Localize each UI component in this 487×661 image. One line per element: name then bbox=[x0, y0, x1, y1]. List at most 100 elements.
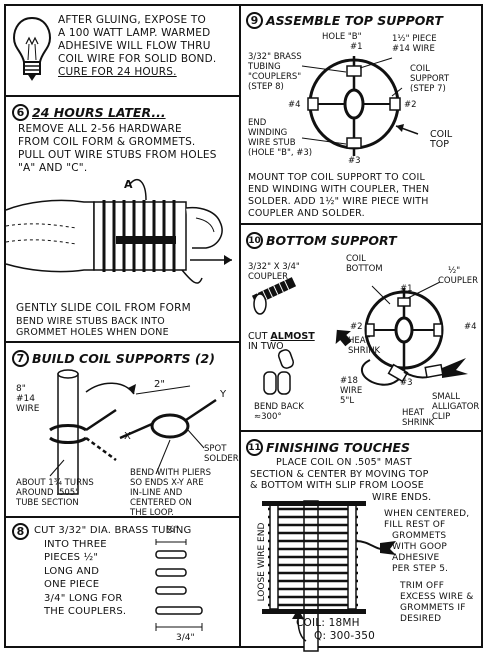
text-line: BEND BACK bbox=[254, 402, 304, 412]
length-label: 2" bbox=[154, 379, 165, 390]
text-line: WHEN CENTERED, bbox=[384, 509, 470, 519]
text-line: CUT bbox=[248, 331, 268, 342]
text-line: (HOLE "B", #3) bbox=[248, 148, 313, 158]
wire-piece-label: 1½" PIECE #14 WIRE bbox=[392, 34, 437, 54]
step6-caption-1: GENTLY SLIDE COIL FROM FORM bbox=[16, 302, 191, 314]
text-line: IN-LINE AND bbox=[130, 488, 183, 498]
text-line: BOTTOM bbox=[346, 264, 383, 274]
step-title: BUILD COIL SUPPORTS (2) bbox=[32, 351, 215, 366]
q-value: Q: 300-350 bbox=[314, 630, 376, 642]
text-line: #14 WIRE bbox=[392, 44, 435, 54]
text-line: #18 bbox=[340, 376, 358, 386]
text-line: REMOVE ALL 2-56 HARDWARE bbox=[18, 123, 182, 135]
mark-3: #3 bbox=[400, 378, 413, 388]
text-line: WIRE ENDS. bbox=[372, 491, 432, 503]
step-title: ASSEMBLE TOP SUPPORT bbox=[266, 13, 443, 28]
text-line: AFTER GLUING, EXPOSE TO bbox=[58, 14, 206, 26]
text-line: GROMMETS IF bbox=[400, 603, 466, 613]
text-line: COIL WIRE FOR SOLID BOND. bbox=[58, 53, 217, 65]
text-line: END WINDING WITH COUPLER, THEN bbox=[248, 184, 430, 195]
cut-label: CUT ALMOST IN TWO bbox=[248, 332, 315, 352]
step9-instructions: MOUNT TOP COIL SUPPORT TO COIL END WINDI… bbox=[248, 172, 429, 220]
step6-caption-2: BEND WIRE STUBS BACK INTO GROMMET HOLES … bbox=[16, 316, 169, 338]
heat-shrink-label-2: HEAT SHRINK bbox=[402, 408, 434, 428]
step-title: BOTTOM SUPPORT bbox=[266, 233, 397, 248]
wire18-label: #18 WIRE 5"L bbox=[340, 376, 362, 406]
coil-value: COIL: 18µH bbox=[296, 617, 360, 629]
tubing-label: 3/32" BRASS TUBING "COUPLERS" (STEP 8) bbox=[248, 52, 302, 92]
text-line: SECTION & CENTER BY MOVING TOP bbox=[250, 468, 429, 480]
text-line: #14 bbox=[16, 394, 35, 404]
half-coupler-label: ½" COUPLER bbox=[438, 266, 478, 286]
dim-three-quarter: 3/4" bbox=[176, 633, 195, 643]
text-line: EXCESS WIRE & bbox=[400, 592, 474, 602]
text-line: IN TWO bbox=[248, 341, 284, 352]
text-line: "COUPLERS" bbox=[248, 72, 302, 82]
text-line: SHRINK bbox=[402, 418, 435, 428]
text-line: 3/32" BRASS bbox=[248, 52, 302, 62]
text-line: PLACE COIL ON .505" MAST bbox=[276, 457, 412, 468]
text-line: ½" bbox=[448, 266, 461, 276]
step-title: FINISHING TOUCHES bbox=[266, 440, 410, 455]
text-line: ALMOST bbox=[270, 331, 315, 342]
step-number: 9 bbox=[246, 12, 263, 29]
text-line: CENTERED ON bbox=[130, 498, 192, 508]
step-number: 11 bbox=[246, 439, 263, 456]
lightbulb-icon bbox=[12, 16, 52, 81]
mark-2: #2 bbox=[350, 322, 363, 332]
tubing-pieces-illustration bbox=[155, 539, 203, 631]
text-line: BEND WITH PLIERS bbox=[130, 468, 212, 478]
text-line: GROMMETS bbox=[392, 531, 447, 541]
text-line: TOP bbox=[430, 139, 450, 150]
bottom-support-illustration bbox=[251, 277, 468, 395]
text-line: SPOT bbox=[204, 444, 227, 454]
step8-instructions: CUT 3/32" DIA. BRASS TUBING INTO THREE P… bbox=[34, 524, 191, 619]
text-line: SUPPORT bbox=[410, 74, 450, 84]
dim-half: ½" bbox=[166, 525, 179, 535]
text-line: 3/4" LONG FOR bbox=[44, 592, 123, 604]
trim-instructions: TRIM OFF EXCESS WIRE & GROMMETS IF DESIR… bbox=[400, 581, 473, 625]
text-line: COIL bbox=[346, 254, 366, 264]
step-number: 8 bbox=[12, 523, 29, 540]
centered-instructions: WHEN CENTERED, FILL REST OF GROMMETS WIT… bbox=[384, 509, 469, 575]
text-line: "A" AND "C". bbox=[18, 162, 88, 174]
text-line: DESIRED bbox=[400, 614, 442, 624]
alligator-clip-label: SMALL ALLIGATOR CLIP bbox=[432, 392, 479, 422]
text-line: SO ENDS X-Y ARE bbox=[130, 478, 204, 488]
text-line: PIECES ½" bbox=[44, 552, 99, 563]
text-line: CUT 3/32" DIA. BRASS TUBING bbox=[34, 525, 192, 536]
x-label: X bbox=[124, 431, 131, 442]
lamp-instructions: AFTER GLUING, EXPOSE TO A 100 WATT LAMP.… bbox=[58, 14, 216, 79]
text-line: ONE PIECE bbox=[44, 579, 100, 590]
mark-3: #3 bbox=[348, 156, 361, 166]
text-line: SOLDER bbox=[204, 454, 239, 464]
step-number: 7 bbox=[12, 350, 29, 367]
mark-1: #1 bbox=[400, 284, 413, 294]
text-line: TRIM OFF bbox=[400, 581, 445, 591]
coil-bottom-label: COIL BOTTOM bbox=[346, 254, 383, 274]
text-line: GROMMET HOLES WHEN DONE bbox=[16, 327, 169, 338]
instruction-page: AFTER GLUING, EXPOSE TO A 100 WATT LAMP.… bbox=[4, 4, 483, 652]
text-line: WIRE bbox=[340, 386, 363, 396]
panel-step-8: 8 CUT 3/32" DIA. BRASS TUBING INTO THREE… bbox=[6, 519, 240, 646]
text-line: WIRE bbox=[16, 404, 40, 414]
cure-line: CURE FOR 24 HOURS. bbox=[58, 66, 177, 78]
text-line: AROUND .505" bbox=[16, 488, 80, 498]
step-number: 6 bbox=[12, 104, 29, 121]
text-line: SOLDER. ADD 1½" WIRE PIECE WITH bbox=[248, 196, 429, 207]
panel-dividers bbox=[4, 4, 483, 648]
text-line: PER STEP 5. bbox=[392, 564, 449, 574]
text-line: WINDING bbox=[248, 128, 288, 138]
text-line: 1½" PIECE bbox=[392, 34, 437, 44]
text-line: BEND WIRE STUBS BACK INTO bbox=[16, 316, 165, 327]
text-line: (STEP 7) bbox=[410, 84, 446, 94]
mark-4: #4 bbox=[464, 322, 477, 332]
mark-2: #2 bbox=[404, 100, 417, 110]
text-line: TUBING bbox=[248, 62, 281, 72]
text-line: CLIP bbox=[432, 412, 451, 422]
top-support-illustration bbox=[301, 56, 419, 156]
bend-back-label: BEND BACK ≈300° bbox=[254, 402, 304, 422]
text-line: END bbox=[248, 118, 267, 128]
